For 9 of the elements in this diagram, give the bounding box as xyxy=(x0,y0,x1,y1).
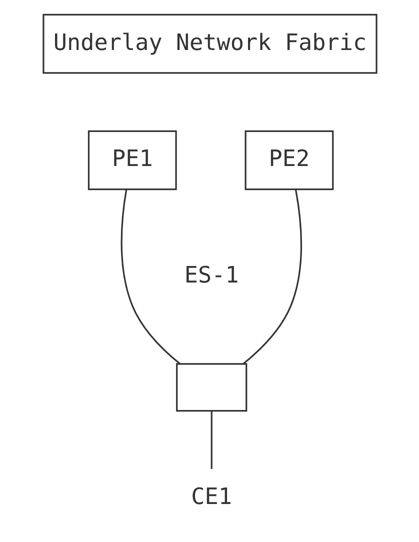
node-box: PE1 xyxy=(87,130,176,190)
connector xyxy=(242,189,302,364)
label: ES-1 xyxy=(184,262,238,289)
node-box xyxy=(176,363,247,412)
connector xyxy=(210,411,212,469)
node-text: CE1 xyxy=(190,484,232,510)
node-box: PE2 xyxy=(244,130,334,190)
connector xyxy=(120,189,180,364)
node-box: Underlay Network Fabric xyxy=(42,14,377,74)
